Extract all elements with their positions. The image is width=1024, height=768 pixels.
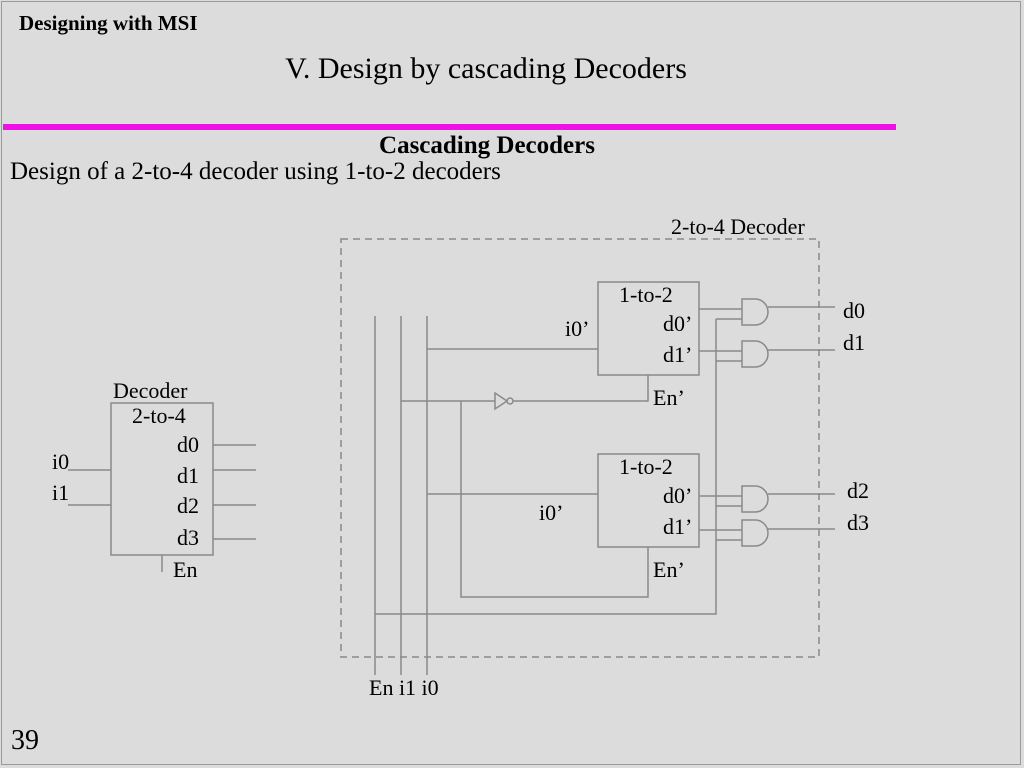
accent-rule: [3, 124, 896, 130]
decoder-type-label: 2-to-4: [132, 403, 186, 428]
enclosure-box: [340, 238, 820, 658]
upper-decoder-out-d1: d1’: [663, 342, 692, 367]
lower-decoder-input: i0’: [539, 500, 563, 525]
page-number: 39: [11, 725, 39, 756]
upper-decoder-input: i0’: [565, 316, 589, 341]
lower-enable-wire: [460, 401, 649, 598]
and-gate-icon: [741, 340, 769, 368]
upper-decoder-enable: En’: [653, 385, 685, 410]
cascade-output-d0: d0: [843, 298, 865, 323]
and-gate-icon: [741, 485, 769, 513]
lower-decoder-enable: En’: [653, 557, 685, 582]
header-title: Designing with MSI: [19, 11, 198, 35]
bottom-inputs-label: En i1 i0: [369, 675, 439, 700]
output-label-d1: d1: [177, 463, 199, 488]
cascade-output-d3: d3: [847, 510, 869, 535]
output-label-d3: d3: [177, 525, 199, 550]
cascade-output-d1: d1: [843, 330, 865, 355]
and-gate-icon: [741, 298, 769, 326]
lower-decoder-type: 1-to-2: [619, 454, 673, 479]
slide-description: Design of a 2-to-4 decoder using 1-to-2 …: [10, 158, 501, 185]
cascade-output-d2: d2: [847, 478, 869, 503]
lower-decoder-out-d0: d0’: [663, 483, 692, 508]
input-label-i1: i1: [52, 480, 69, 505]
and-gate-icon: [741, 519, 769, 547]
section-heading: Cascading Decoders: [379, 132, 595, 159]
en-and-wire: [375, 319, 717, 615]
decoder-top-label: Decoder: [113, 378, 188, 403]
enclosure-label: 2-to-4 Decoder: [671, 214, 805, 239]
upper-decoder-out-d0: d0’: [663, 311, 692, 336]
slide-title: V. Design by cascading Decoders: [285, 52, 687, 85]
output-label-d0: d0: [177, 432, 199, 457]
upper-enable-wire: [513, 375, 649, 402]
lower-decoder-out-d1: d1’: [663, 514, 692, 539]
inverter-icon: [494, 391, 509, 411]
upper-decoder-type: 1-to-2: [619, 282, 673, 307]
output-label-d2: d2: [177, 493, 199, 518]
enable-label: En: [173, 557, 197, 582]
input-label-i0: i0: [52, 449, 69, 474]
